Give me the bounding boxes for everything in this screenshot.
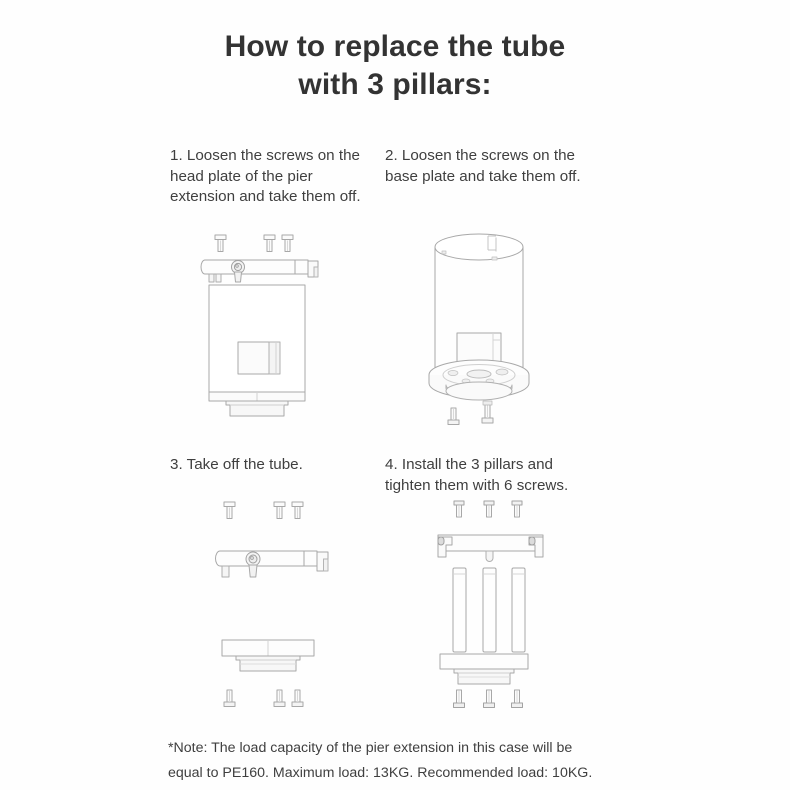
footer-note-line-2: equal to PE160. Maximum load: 13KG. Reco… <box>168 765 593 781</box>
footer-note: *Note: The load capacity of the pier ext… <box>168 736 628 786</box>
head-plate <box>200 259 319 283</box>
base-plate <box>439 653 529 685</box>
screw-icon <box>453 689 465 708</box>
step-3-figure <box>196 494 346 714</box>
screw-icon <box>511 689 523 708</box>
base-plate <box>221 639 315 672</box>
screw-icon <box>281 234 294 252</box>
page-title: How to replace the tube with 3 pillars: <box>95 28 695 104</box>
screw-icon <box>214 234 227 252</box>
step-2-figure <box>420 228 570 438</box>
screw-icon <box>483 689 495 708</box>
head-plate <box>437 534 544 562</box>
base-plate-disk <box>428 359 530 401</box>
step-1-figure <box>196 232 346 437</box>
screw-icon <box>291 689 304 707</box>
pillar <box>482 567 497 653</box>
head-plate <box>215 550 329 578</box>
screw-icon <box>481 400 494 424</box>
page-title-line-2: with 3 pillars: <box>298 68 492 101</box>
step-1-instruction-text: 1. Loosen the screws on the head plate o… <box>170 147 361 205</box>
screw-icon <box>511 500 523 518</box>
tube-body <box>208 284 306 417</box>
screw-icon <box>483 500 495 518</box>
screw-icon <box>453 500 465 518</box>
screw-icon <box>223 689 236 707</box>
page-title-line-1: How to replace the tube <box>224 30 566 63</box>
screw-icon <box>291 501 304 519</box>
footer-note-line-1: *Note: The load capacity of the pier ext… <box>168 740 573 756</box>
screw-icon <box>273 689 286 707</box>
step-3-instruction-text: 3. Take off the tube. <box>170 456 303 473</box>
screw-icon <box>273 501 286 519</box>
pillar <box>511 567 526 653</box>
screw-icon <box>263 234 276 252</box>
step-4-figure <box>424 494 574 716</box>
screw-icon <box>223 501 236 519</box>
step-2-instruction-text: 2. Loosen the screws on the base plate a… <box>385 147 581 185</box>
step-4-instruction-text: 4. Install the 3 pillars and tighten the… <box>385 456 569 494</box>
screw-icon <box>447 407 460 425</box>
pillar <box>452 567 467 653</box>
